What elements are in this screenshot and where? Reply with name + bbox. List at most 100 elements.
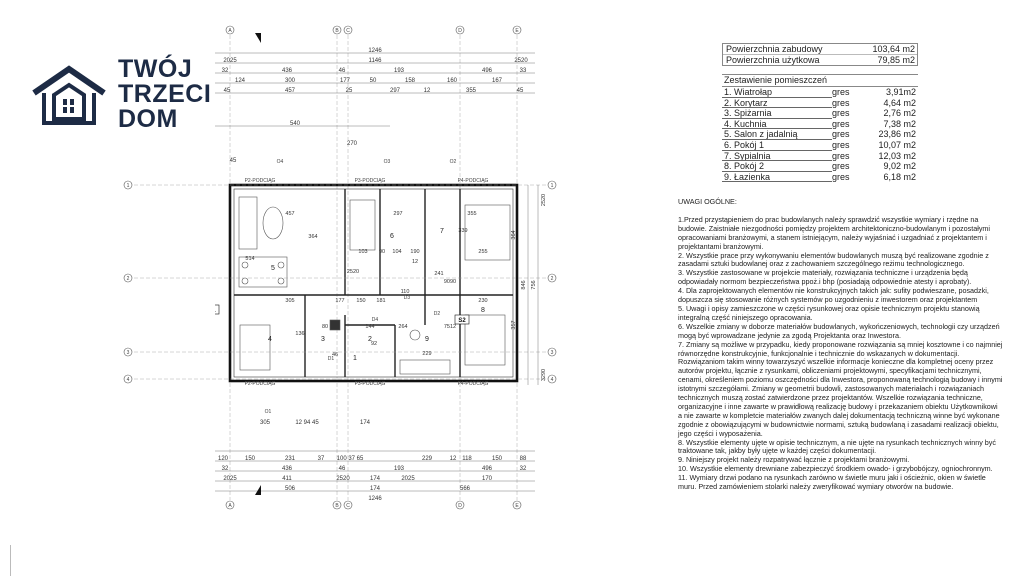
dim-bottom-r3-3: 193: [394, 466, 405, 472]
dim-bottom-r4-4: 2025: [401, 476, 415, 482]
note-item: 9. Niniejszy projekt należy rozpatrywać …: [678, 455, 910, 465]
section-s2: S2: [458, 318, 466, 324]
tag-p2: P2-PODCIĄG: [245, 178, 276, 184]
room-name: 7. Sypialnia: [724, 150, 771, 161]
room-floor: gres: [832, 87, 850, 97]
notes-title: UWAGI OGÓLNE:: [678, 197, 737, 206]
dim-177: 177: [335, 298, 344, 304]
tag-o2: O2: [450, 159, 457, 165]
tag-p3-bottom: P3-PODCIĄG: [355, 381, 386, 387]
area-summary: Powierzchnia zabudowy 103,64 m2 Powierzc…: [722, 43, 918, 183]
room-floor: gres: [832, 129, 850, 140]
dim-top-r4-3: 50: [370, 78, 377, 84]
axis-d-top: D: [458, 28, 462, 34]
axis-e-top: E: [515, 28, 519, 34]
area-box: Powierzchnia zabudowy 103,64 m2 Powierzc…: [722, 43, 918, 66]
side-right-357: 357: [511, 320, 517, 329]
dim-top-r3-5: 33: [520, 68, 527, 74]
logo-text: TWÓJ TRZECI DOM: [118, 57, 211, 132]
dim-bottom-r3-4: 496: [482, 466, 493, 472]
dim-overall-top: 2025: [223, 58, 237, 64]
room-label-1: 1: [353, 355, 357, 362]
side-right-2520: 2520: [541, 194, 547, 206]
row-underline: [722, 138, 832, 140]
dim-bottom-r5-2: 566: [460, 486, 471, 492]
dim-bottom-r2-5: 229: [422, 456, 433, 462]
row-underline: [722, 96, 832, 98]
row-underline: [722, 181, 832, 183]
dim-top-r3-4: 496: [482, 68, 493, 74]
built-area-row: Powierzchnia zabudowy 103,64 m2: [723, 44, 917, 55]
room-label-8: 8: [481, 307, 485, 314]
dim-150: 150: [356, 298, 365, 304]
dim-bottom-r1-0: 305: [260, 420, 271, 426]
note-item: 8. Wszystkie elementy ujęte w opisie tec…: [678, 437, 996, 456]
dim-bottom-r4-1: 411: [282, 476, 292, 482]
dim-top-r5-5: 355: [466, 88, 477, 94]
tag-o1: O1: [265, 409, 272, 415]
built-area-label: Powierzchnia zabudowy: [726, 44, 823, 54]
dim-top-r4-6: 167: [492, 78, 503, 84]
room-area: 2,76 m2: [883, 108, 916, 119]
room-area: 3,91m2: [885, 87, 916, 97]
dim-bottom-r4-0: 2025: [223, 476, 237, 482]
side-right-846: 846: [521, 280, 527, 289]
note-item: 3. Wszystkie zastosowane w projekcie mat…: [678, 268, 972, 287]
side-right-3290: 3290: [541, 369, 547, 381]
room-area: 7,38 m2: [883, 118, 916, 129]
dim-2520: 2520: [347, 269, 359, 275]
room-area: 10,07 m2: [878, 139, 916, 150]
axis-c-bottom: C: [346, 503, 350, 509]
dim-top-r3-1: 436: [282, 68, 293, 74]
dim-7512: 7512: [444, 324, 456, 330]
note-item: 11. Wymiary drzwi podano na rysunkach za…: [678, 473, 986, 492]
room-label-2: 2: [368, 336, 372, 343]
tag-p4-bottom: P4-PODCIĄG: [458, 381, 489, 387]
dim-top-r5-1: 457: [285, 88, 296, 94]
dim-181: 181: [376, 298, 385, 304]
dim-264: 264: [398, 324, 407, 330]
room-name: 8. Pokój 2: [724, 161, 765, 172]
tag-o3: O3: [384, 159, 391, 165]
dim-80: 80: [322, 324, 328, 330]
usable-area-row: Powierzchnia użytkowa 79,85 m2: [723, 55, 917, 65]
dim-bottom-r2-1: 150: [245, 456, 256, 462]
dim-297: 297: [393, 211, 402, 217]
tag-p2-bottom: P2-PODCIĄG: [245, 381, 276, 387]
row-underline: [722, 149, 832, 151]
note-item: 6. Wszelkie zmiany w doborze materiałów …: [678, 321, 1000, 340]
dim-190: 190: [410, 249, 419, 255]
side-right-364: 364: [511, 230, 517, 239]
axis-4-right: 4: [551, 377, 554, 383]
dim-bottom-r2-6: 12: [450, 456, 457, 462]
dim-bottom-r2-8: 150: [492, 456, 503, 462]
dim-top-r4-4: 158: [405, 78, 416, 84]
dim-bottom-r4-2: 2520: [336, 476, 350, 482]
dim-355: 355: [467, 211, 476, 217]
page-edge-line: [10, 545, 11, 576]
dim-top-r3-2: 46: [339, 68, 346, 74]
dim-bottom-r4-5: 170: [482, 476, 493, 482]
dim-bottom-r2-4: 100 37 65: [337, 456, 364, 462]
dim-90: 90: [379, 249, 385, 255]
dim-top-r3-0: 32: [222, 68, 229, 74]
axis-a-bottom: A: [228, 503, 232, 509]
axis-1-left: 1: [127, 183, 130, 189]
room-area: 12,03 m2: [878, 150, 916, 161]
room-floor: gres: [832, 97, 850, 108]
room-label-3: 3: [321, 336, 325, 343]
tag-d4: D4: [372, 317, 379, 323]
dim-bottom-r2-7: 118: [462, 456, 472, 462]
dim-46: 46: [332, 352, 338, 358]
note-item: 5. Uwagi i opisy zamieszczone w części r…: [678, 303, 980, 322]
row-underline: [722, 170, 832, 172]
dim-bottom-r1-1: 12 94 45: [295, 420, 319, 426]
dim-bottom-r2-0: 120: [218, 456, 229, 462]
dim-top-r5-2: 25: [346, 88, 353, 94]
axis-b-top: B: [335, 28, 339, 34]
room-name: 1. Wiatrołap: [724, 87, 773, 97]
note-item: 10. Wszystkie elementy drewniane zabezpi…: [678, 464, 993, 474]
